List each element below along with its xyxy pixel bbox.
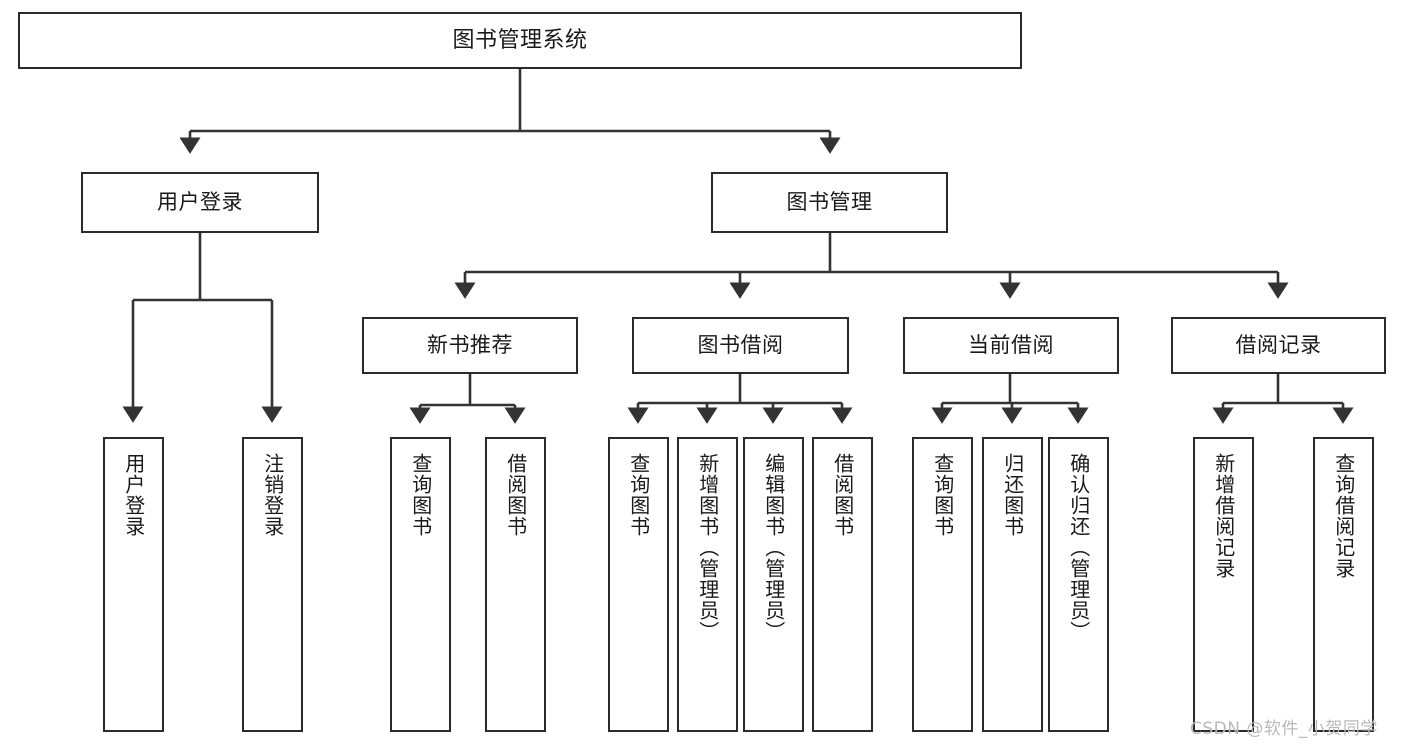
edge-bookborrow-to-leaves xyxy=(627,374,853,424)
node-current-borrow-label: 当前借阅 xyxy=(968,333,1054,358)
node-leaf-query-book-1[interactable]: 查询图书 xyxy=(390,437,451,732)
edge-newbookrec-to-leaves xyxy=(409,374,526,424)
node-leaf-add-record[interactable]: 新增借阅记录 xyxy=(1193,437,1254,732)
edge-userlogin-to-leaves xyxy=(122,233,283,423)
node-leaf-query-book-3[interactable]: 查询图书 xyxy=(912,437,973,732)
node-leaf-query-book-3-label: 查询图书 xyxy=(930,453,955,537)
node-leaf-confirm-return[interactable]: 确认归还（管理员） xyxy=(1048,437,1109,732)
node-root-label: 图书管理系统 xyxy=(452,27,588,53)
csdn-watermark: CSDN @软件_小贺同学 xyxy=(1190,719,1378,739)
node-leaf-add-book-label: 新增图书（管理员） xyxy=(695,453,720,642)
node-leaf-add-book[interactable]: 新增图书（管理员） xyxy=(677,437,738,732)
node-leaf-logout[interactable]: 注销登录 xyxy=(242,437,303,732)
node-leaf-query-record[interactable]: 查询借阅记录 xyxy=(1313,437,1374,732)
node-user-login[interactable]: 用户登录 xyxy=(81,172,319,233)
edge-bookmanage-to-level3 xyxy=(454,233,1289,299)
node-leaf-return-book-label: 归还图书 xyxy=(1000,453,1025,537)
node-root[interactable]: 图书管理系统 xyxy=(18,12,1022,69)
node-leaf-query-book-2-label: 查询图书 xyxy=(626,453,651,537)
node-new-book-rec-label: 新书推荐 xyxy=(427,333,513,358)
node-leaf-borrow-book-1-label: 借阅图书 xyxy=(503,453,528,537)
node-leaf-confirm-return-label: 确认归还（管理员） xyxy=(1066,453,1091,642)
node-new-book-rec[interactable]: 新书推荐 xyxy=(362,317,578,374)
node-leaf-borrow-book-2-label: 借阅图书 xyxy=(830,453,855,537)
node-leaf-user-login-label: 用户登录 xyxy=(121,453,146,537)
node-book-borrow[interactable]: 图书借阅 xyxy=(632,317,849,374)
edge-borrowrecord-to-leaves xyxy=(1212,374,1354,424)
node-leaf-edit-book[interactable]: 编辑图书（管理员） xyxy=(743,437,804,732)
edge-root-to-level2 xyxy=(179,69,841,154)
node-leaf-return-book[interactable]: 归还图书 xyxy=(982,437,1043,732)
node-leaf-edit-book-label: 编辑图书（管理员） xyxy=(761,453,786,642)
node-book-borrow-label: 图书借阅 xyxy=(697,333,784,358)
node-leaf-borrow-book-1[interactable]: 借阅图书 xyxy=(485,437,546,732)
edge-currentborrow-to-leaves xyxy=(931,374,1089,424)
node-borrow-record-label: 借阅记录 xyxy=(1235,333,1322,358)
node-book-manage[interactable]: 图书管理 xyxy=(711,172,948,233)
node-leaf-query-book-1-label: 查询图书 xyxy=(408,453,433,537)
node-leaf-query-record-label: 查询借阅记录 xyxy=(1331,453,1356,579)
node-borrow-record[interactable]: 借阅记录 xyxy=(1171,317,1386,374)
node-leaf-logout-label: 注销登录 xyxy=(260,453,285,537)
node-leaf-add-record-label: 新增借阅记录 xyxy=(1211,453,1236,579)
node-book-manage-label: 图书管理 xyxy=(786,190,873,215)
node-user-login-label: 用户登录 xyxy=(157,190,243,215)
node-leaf-query-book-2[interactable]: 查询图书 xyxy=(608,437,669,732)
node-current-borrow[interactable]: 当前借阅 xyxy=(903,317,1119,374)
node-leaf-user-login[interactable]: 用户登录 xyxy=(103,437,164,732)
node-leaf-borrow-book-2[interactable]: 借阅图书 xyxy=(812,437,873,732)
